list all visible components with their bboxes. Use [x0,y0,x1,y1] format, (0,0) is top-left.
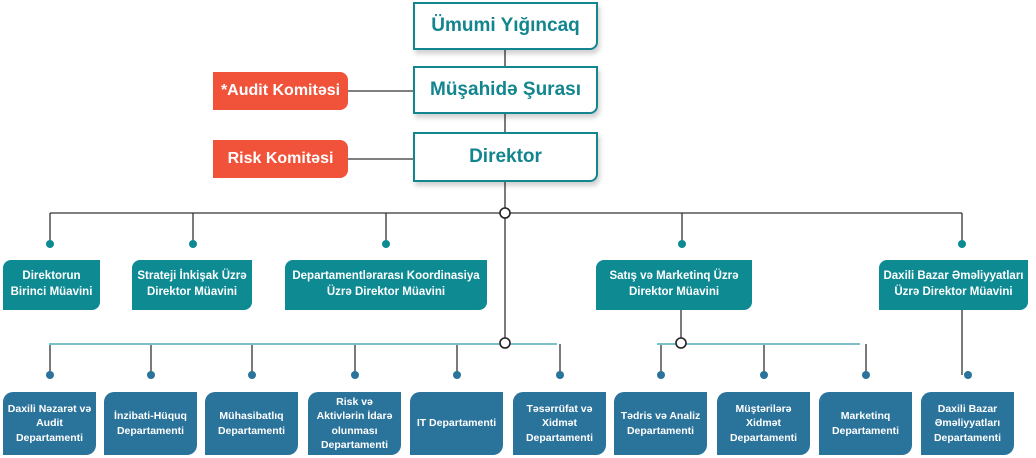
connector-dot [657,371,665,379]
department-box: Müştərilərə Xidmət Departamenti [717,392,810,455]
deputy-box: Departamentlərarası Koordinasiya Üzrə Di… [285,260,487,310]
department-box: IT Departamenti [410,392,503,455]
deputy-box: Satış və Marketinq Üzrə Direktor Müavini [596,260,752,310]
audit-committee-box: *Audit Komitəsi [213,72,348,110]
department-box: Daxili Nəzarət və Audit Departamenti [3,392,96,455]
director-box: Direktor [413,132,598,182]
department-box: Daxili Bazar Əməliyyatları Departamenti [921,392,1014,455]
deputy-box: Daxili Bazar Əməliyyatları Üzrə Direktor… [879,260,1028,310]
connector-dot [351,371,359,379]
connector-dot [760,371,768,379]
department-box: Təsərrüfat və Xidmət Departamenti [513,392,606,455]
connector-dot [964,371,972,379]
department-box: Tədris və Analiz Departamenti [614,392,707,455]
department-box: Marketinq Departamenti [819,392,912,455]
connector-dot [46,371,54,379]
deputy-box: Direktorun Birinci Müavini [3,260,100,310]
risk-committee-box: Risk Komitəsi [213,140,348,178]
department-box: Risk və Aktivlərin İdarə olunması Depart… [308,392,401,455]
connector-dot [147,371,155,379]
connector-dot [248,371,256,379]
department-box: İnzibati-Hüquq Departamenti [104,392,197,455]
department-box: Mühasibatlıq Departamenti [205,392,298,455]
connector-dot [556,371,564,379]
connector-dot [862,371,870,379]
deputy-box: Strateji İnkişak Üzrə Direktor Müavini [132,260,252,310]
supervisory-board-box: Müşahidə Şurası [413,66,598,114]
connector-dot [453,371,461,379]
general-meeting-box: Ümumi Yığıncaq [413,2,598,50]
